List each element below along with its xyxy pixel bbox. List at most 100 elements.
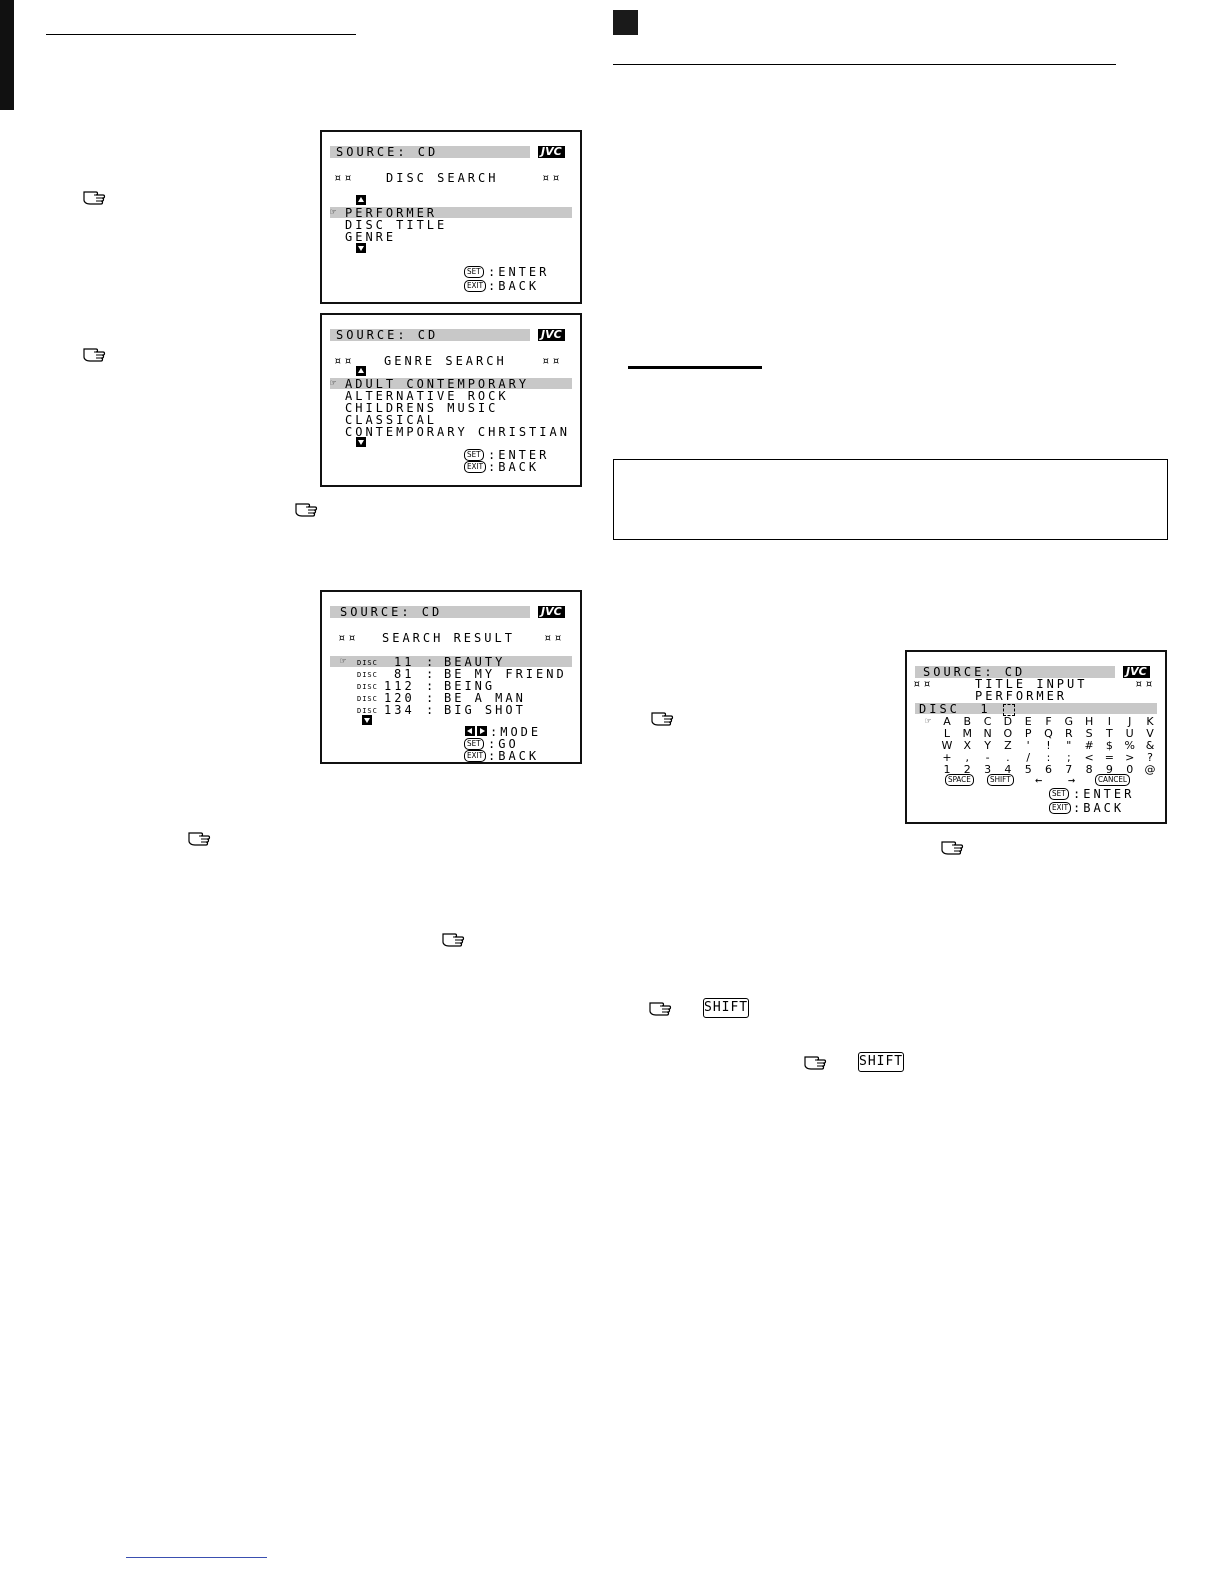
char-key[interactable]: R xyxy=(1064,727,1073,740)
menu-item[interactable]: GENRE xyxy=(345,230,397,244)
disc-name[interactable]: BEAUTY xyxy=(444,655,506,669)
char-key[interactable]: T xyxy=(1106,727,1113,740)
disc-name[interactable]: BE MY FRIEND xyxy=(444,667,567,681)
star-mark: ¤¤ xyxy=(542,171,563,185)
space-key[interactable]: SPACE xyxy=(945,774,974,786)
char-key[interactable]: E xyxy=(1024,715,1032,728)
disc-name[interactable]: BIG SHOT xyxy=(444,703,526,717)
menu-item[interactable]: PERFORMER xyxy=(345,206,438,220)
hand-pointer-icon xyxy=(650,709,676,727)
disc-name[interactable]: BEING xyxy=(444,679,496,693)
char-key[interactable]: 1 xyxy=(943,763,951,776)
cursor-arrows[interactable]: ← → xyxy=(1035,773,1077,787)
shift-button: SHIFT xyxy=(703,998,749,1018)
char-key[interactable]: O xyxy=(1003,727,1013,740)
char-key[interactable]: : xyxy=(1046,751,1051,764)
char-key[interactable]: 2 xyxy=(963,763,971,776)
exit-key: EXIT xyxy=(464,750,486,762)
scroll-down-icon xyxy=(356,243,366,253)
char-key[interactable]: 5 xyxy=(1024,763,1032,776)
genre-item[interactable]: ADULT CONTEMPORARY xyxy=(345,377,530,391)
char-key[interactable]: W xyxy=(941,739,953,752)
genre-item[interactable]: CHILDRENS MUSIC xyxy=(345,401,499,415)
search-result-screen: SOURCE: CD JVC ¤¤ SEARCH RESULT ¤¤ ☞ DIS… xyxy=(320,590,582,764)
char-key[interactable]: - xyxy=(985,751,990,764)
char-key[interactable]: + xyxy=(942,751,952,764)
char-key[interactable]: , xyxy=(965,751,970,764)
char-key[interactable]: P xyxy=(1024,727,1032,740)
char-key[interactable]: F xyxy=(1045,715,1052,728)
colon: : xyxy=(426,703,437,717)
char-key[interactable]: L xyxy=(943,727,951,740)
char-key[interactable]: $ xyxy=(1105,739,1113,752)
char-key[interactable]: ? xyxy=(1147,751,1153,764)
char-key[interactable]: & xyxy=(1145,739,1155,752)
hand-pointer-icon xyxy=(441,930,467,948)
char-key[interactable]: Z xyxy=(1004,739,1012,752)
char-key[interactable]: / xyxy=(1026,751,1031,764)
source-bar xyxy=(915,666,1115,678)
char-key[interactable]: ' xyxy=(1026,739,1030,752)
genre-item[interactable]: ALTERNATIVE ROCK xyxy=(345,389,509,403)
note-box xyxy=(613,459,1168,540)
char-key[interactable]: B xyxy=(963,715,972,728)
char-key[interactable]: " xyxy=(1066,739,1072,752)
menu-item[interactable]: DISC TITLE xyxy=(345,218,448,232)
section-tab xyxy=(0,0,14,110)
char-key[interactable]: = xyxy=(1104,751,1114,764)
input-field[interactable]: DISC 1 xyxy=(919,702,991,716)
char-key[interactable]: M xyxy=(962,727,973,740)
enter-label: :ENTER xyxy=(488,265,550,279)
cancel-key[interactable]: CANCEL xyxy=(1095,774,1130,786)
char-key[interactable]: Y xyxy=(984,739,991,752)
char-key[interactable]: J xyxy=(1128,715,1132,728)
char-key[interactable]: 4 xyxy=(1004,763,1012,776)
shift-key[interactable]: SHIFT xyxy=(987,774,1014,786)
char-key[interactable]: V xyxy=(1146,727,1154,740)
char-key[interactable]: # xyxy=(1084,739,1094,752)
char-key[interactable]: 9 xyxy=(1105,763,1113,776)
char-key[interactable]: N xyxy=(983,727,992,740)
source-label: SOURCE: CD xyxy=(336,328,439,342)
left-arrow-icon xyxy=(465,726,475,736)
disc-name[interactable]: BE A MAN xyxy=(444,691,526,705)
char-key[interactable]: % xyxy=(1124,739,1135,752)
set-key: SET xyxy=(464,738,484,750)
char-key[interactable]: ; xyxy=(1066,751,1071,764)
back-label: :BACK xyxy=(488,749,540,763)
star-mark: ¤¤ xyxy=(542,354,563,368)
char-key[interactable]: . xyxy=(1006,751,1010,764)
genre-item[interactable]: CLASSICAL xyxy=(345,413,438,427)
char-key[interactable]: < xyxy=(1084,751,1094,764)
char-key[interactable]: ! xyxy=(1046,739,1051,752)
char-key[interactable]: D xyxy=(1003,715,1013,728)
char-key[interactable]: 7 xyxy=(1065,763,1073,776)
genre-item[interactable]: CONTEMPORARY CHRISTIAN xyxy=(345,425,570,439)
char-key[interactable]: S xyxy=(1085,727,1093,740)
section-marker xyxy=(613,10,638,35)
char-key[interactable]: U xyxy=(1125,727,1134,740)
jvc-logo: JVC xyxy=(538,146,565,158)
char-key[interactable]: X xyxy=(963,739,972,752)
char-key[interactable]: A xyxy=(943,715,951,728)
char-key[interactable]: I xyxy=(1107,715,1112,728)
char-key[interactable]: C xyxy=(983,715,992,728)
char-key[interactable]: H xyxy=(1084,715,1094,728)
enter-label: :ENTER xyxy=(1073,787,1135,801)
char-key[interactable]: K xyxy=(1146,715,1154,728)
char-key[interactable]: 3 xyxy=(984,763,992,776)
screen-title: DISC SEARCH xyxy=(386,171,499,185)
screen-title: TITLE INPUT xyxy=(975,677,1088,691)
char-key[interactable]: > xyxy=(1125,751,1135,764)
char-key[interactable]: 8 xyxy=(1085,763,1093,776)
char-key[interactable]: G xyxy=(1064,715,1074,728)
char-key[interactable]: @ xyxy=(1144,763,1156,776)
char-key[interactable]: Q xyxy=(1044,727,1053,740)
char-key[interactable]: 0 xyxy=(1126,763,1134,776)
shift-button: SHIFT xyxy=(858,1052,904,1072)
go-label: :GO xyxy=(488,737,519,751)
source-bar xyxy=(330,606,530,618)
disc-number: 11 xyxy=(394,655,415,669)
char-key[interactable]: 6 xyxy=(1045,763,1052,776)
